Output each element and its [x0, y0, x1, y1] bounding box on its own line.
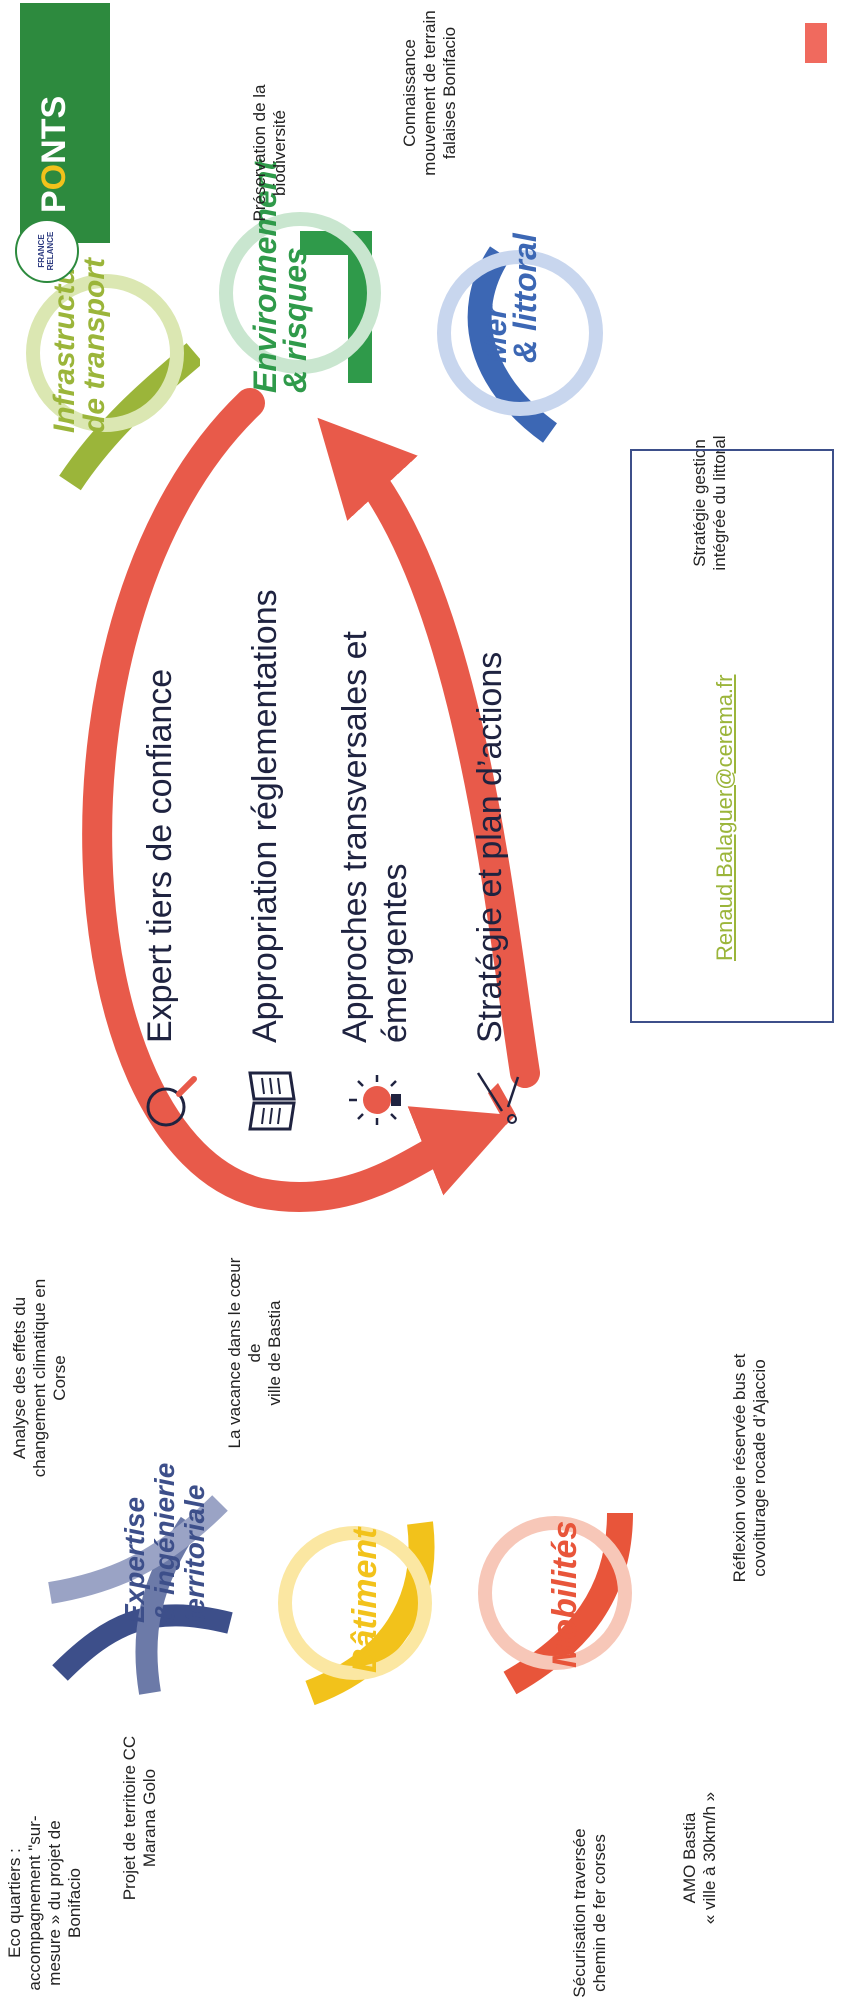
- multitool-icon: [468, 1069, 533, 1133]
- item-label: Approches transversales et émergentes: [336, 631, 414, 1043]
- item-expert: Expert tiers de confiance: [130, 413, 200, 1133]
- lightbulb-icon: [345, 1067, 420, 1133]
- building-icon: [278, 1521, 435, 1706]
- expertise-icon: [48, 1495, 233, 1695]
- points-badge: PONTS: [20, 3, 110, 243]
- note-eco-quartiers: Eco quartiers : accompagnement "sur- mes…: [5, 1815, 84, 1991]
- badge-text: PONTS: [35, 95, 73, 213]
- item-approches: Approches transversales et émergentes: [335, 413, 425, 1133]
- mobilites-title: Mobilités: [546, 1520, 584, 1668]
- road-icon: [26, 274, 200, 491]
- contact-email-link[interactable]: Renaud.Balaguer@cerema.fr: [712, 674, 737, 961]
- item-label: Expert tiers de confiance: [141, 668, 179, 1043]
- note-vacance: La vacance dans le cœur de ville de Bast…: [225, 1257, 284, 1449]
- arrow-lower: [82, 388, 515, 1212]
- mobility-icon: [478, 1512, 633, 1695]
- note-reflexion: Réflexion voie réservée bus et covoitura…: [730, 1353, 769, 1583]
- leaf-icon: [219, 212, 381, 383]
- note-preservation: Préservation de la biodiversité: [250, 84, 289, 222]
- contact-box: Renaud.Balaguer@cerema.fr: [630, 449, 834, 1023]
- logo-mer: Mer& littoral: [420, 173, 620, 473]
- note-amo: AMO Bastia « ville à 30km/h »: [680, 1791, 719, 1925]
- batiment-title: Bâtiment: [346, 1527, 384, 1673]
- item-label: Stratégie et plan d’actions: [471, 651, 509, 1043]
- magnifier-icon: [140, 1073, 205, 1133]
- note-securisation: Sécurisation traversée chemin de fer cor…: [570, 1828, 609, 1998]
- logo-mobilites: Mobilités: [470, 1483, 660, 1713]
- item-appropriation: Appropriation réglementations: [235, 413, 305, 1133]
- logo-environnement: Environnement& risques: [200, 123, 400, 443]
- logo-batiment: Bâtiment: [270, 1493, 460, 1723]
- item-label: Appropriation réglementations: [246, 589, 284, 1043]
- note-connaissance: Connaissance mouvement de terrain falais…: [400, 10, 459, 176]
- note-projet-territoire: Projet de territoire CC Marana Golo: [120, 1735, 159, 1901]
- accent-tab: [805, 23, 827, 63]
- wave-icon: [437, 246, 603, 443]
- book-icon: [240, 1069, 305, 1133]
- arrow-upper: [317, 417, 540, 1088]
- item-strategie: Stratégie et plan d’actions: [460, 413, 530, 1133]
- note-analyse: Analyse des effets du changement climati…: [10, 1278, 69, 1478]
- mer-title: Mer& littoral: [477, 233, 543, 363]
- france-relance-logo: FRANCE RELANCE: [15, 219, 79, 283]
